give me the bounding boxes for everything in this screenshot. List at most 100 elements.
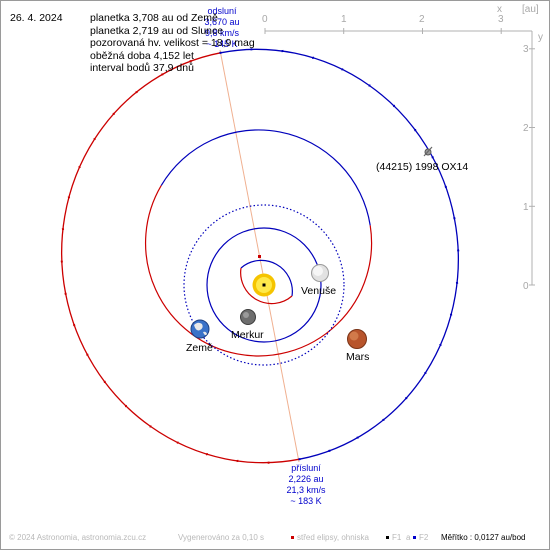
orbit-interval-point [267,461,270,464]
orbit-interval-point [392,104,396,108]
earth-land [194,322,207,336]
asteroid-orbit-near [61,52,300,464]
orbit-interval-point [424,371,427,375]
orbit-interval-point [64,292,67,295]
x-tick-label-2: 2 [419,14,425,25]
x-tick-label-3: 3 [498,14,504,25]
orbit-interval-point [455,281,459,285]
orbit-interval-point [219,51,222,54]
orbit-interval-point [103,380,106,384]
orbit-interval-point [67,196,71,199]
asteroid-orbit-far [220,48,459,460]
orbit-interval-point [73,323,76,327]
orbit-interval-point [60,260,63,263]
info-sun-distance: planetka 2,719 au od Slunce [90,24,224,37]
legend-f1-text: F1 [392,533,402,542]
perihelion-label: přísluní 2,226 au 21,3 km/s ~ 183 K [286,463,326,506]
perihelion-title: přísluní [291,463,321,473]
orbit-interval-point [161,73,164,76]
orbit-interval-point [444,185,447,189]
legend-f2-text: F2 [419,533,429,542]
mercury-orbit-near [240,267,293,305]
asteroid-marker[interactable]: (44215) 1998 OX14 [376,146,468,173]
legend-center-marker [291,536,294,539]
orbit-interval-point [93,137,96,141]
info-point-interval: interval bodů 37,9 dnů [90,62,194,74]
orbit-interval-point [298,458,301,461]
venus-label: Venuše [301,285,336,297]
orbit-interval-point [368,84,371,87]
y-tick-label-1: 1 [523,202,529,213]
focus-marker [262,283,266,287]
axis-labels: 0 1 2 3 x [au] 3 2 1 0 y [262,4,543,292]
x-tick-label-1: 1 [341,14,347,25]
orbit-interval-point [382,418,385,422]
orbit-interval-point [236,459,239,463]
asteroid-name: (44215) 1998 OX14 [376,161,468,173]
date-label: 26. 4. 2024 [10,12,63,24]
asteroid-orbit-points [60,48,460,464]
orbit-interval-point [189,59,192,63]
venus-shade [313,266,323,276]
aphelion-title: odsluní [207,6,237,16]
perihelion-temperature: ~ 183 K [290,496,321,506]
mercury-label: Merkur [231,329,264,341]
perihelion-speed: 21,3 km/s [286,485,326,495]
orbit-interval-point [356,436,359,439]
orbit-interval-point [86,353,89,356]
aphelion-label: odsluní 3,670 au 9,8 km/s ~ 145 K [204,6,239,49]
mars-label: Mars [346,351,369,363]
earth-orbit [183,204,345,366]
orbit-interval-point [61,227,65,231]
aphelion-distance: 3,670 au [204,17,239,27]
orbit-interval-point [176,441,179,444]
aphelion-speed: 9,8 km/s [205,28,240,38]
orbit-interval-point [341,68,344,71]
scale-label: Měřítko : 0,0127 au/bod [441,533,526,542]
orbit-interval-point [431,156,434,159]
legend-center-text: střed elipsy, ohniska [297,533,369,542]
planet-orbits [144,129,373,366]
y-tick-label-2: 2 [523,123,529,134]
orbit-interval-point [135,90,138,94]
orbit-interval-point [457,249,460,252]
orbit-interval-point [205,452,209,456]
mars-shade [349,331,359,341]
x-axis-label: x [497,4,502,15]
y-tick-label-3: 3 [523,44,529,55]
planet-mercury[interactable]: Merkur [231,309,264,342]
mars-orbit-near [144,185,373,357]
perihelion-distance: 2,226 au [288,474,323,484]
planet-venus[interactable]: Venuše [301,264,336,298]
info-magnitude: pozorovaná hv. velikost = 18,9 mag [90,37,255,49]
copyright-link[interactable]: © 2024 Astronomia, astronomia.zcu.cz [9,533,147,542]
orbit-interval-point [124,404,128,408]
orbit-interval-point [250,48,253,51]
orbit-interval-point [112,112,115,115]
orbit-interval-point [449,313,453,316]
axes [264,28,535,286]
ellipse-center-marker [258,255,261,258]
orbit-interval-point [414,128,417,132]
info-earth-distance: planetka 3,708 au od Země [90,12,218,24]
sun [252,273,276,297]
orbit-interval-point [328,449,331,453]
y-axis-label: y [538,32,543,43]
orbit-interval-point [78,165,81,169]
legend-a-text: a [406,533,411,542]
orbit-interval-point [439,343,442,347]
legend-f2-marker [413,536,416,539]
aphelion-temperature: ~ 145 K [206,39,237,49]
asteroid-position-tick [423,146,433,157]
mars-orbit-far [160,129,371,226]
legend-f1-marker [386,536,389,539]
earth-label: Země [186,342,213,354]
planet-earth[interactable]: Země [186,319,213,354]
planet-mars[interactable]: Mars [346,329,369,364]
orbit-interval-point [405,397,408,400]
orbit-interval-point [281,49,284,53]
mercury-orbit-far [240,259,293,297]
generated-time: Vygenerováno za 0,10 s [178,533,264,542]
